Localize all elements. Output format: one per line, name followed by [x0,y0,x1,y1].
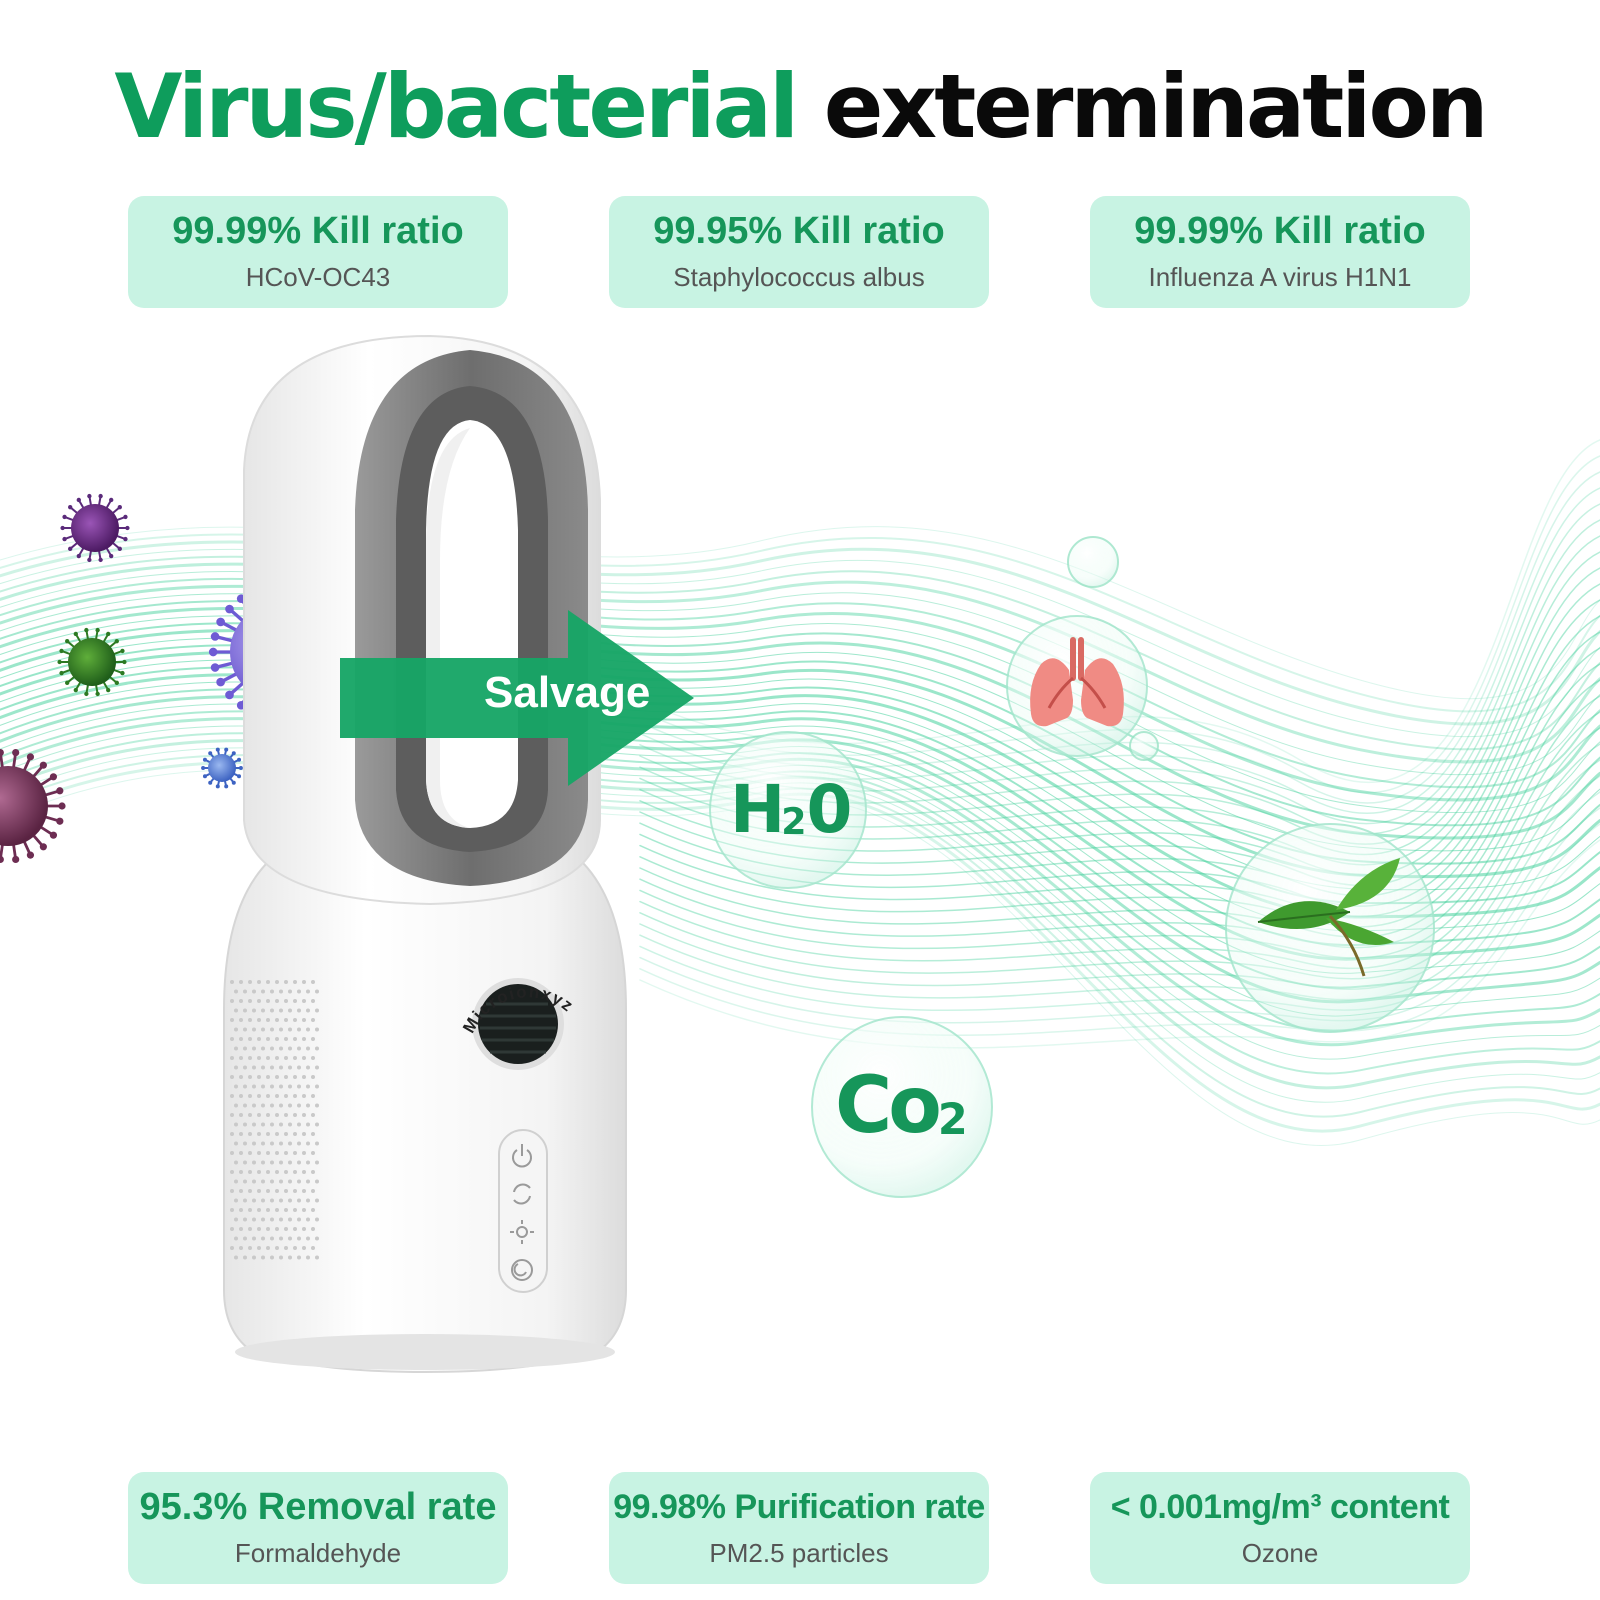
stat-card-hcov: 99.99% Kill ratio HCoV-OC43 [128,196,508,308]
arrow-graphic [340,610,694,786]
brand-text: Microionxyz [459,982,576,1036]
stat-value: 99.99% Kill ratio [1134,210,1426,252]
svg-text:Microionxyz: Microionxyz [459,982,578,1036]
h2o-base: H [730,771,785,848]
stat-card-h1n1: 99.99% Kill ratio Influenza A virus H1N1 [1090,196,1470,308]
arrow-label: Salvage [484,668,651,717]
page-title: Virus/bacterial extermination [0,52,1600,162]
co2-base: Co [835,1061,942,1151]
air-purifier-device [223,334,627,1374]
sleep-icon [511,1259,533,1281]
stat-target: PM2.5 particles [709,1538,889,1568]
stat-card-pm25: 99.98% Purification rate PM2.5 particles [609,1472,989,1584]
stat-value: 95.3% Removal rate [139,1486,497,1528]
stat-card-ozone: < 0.001mg/m³ content Ozone [1090,1472,1470,1584]
stat-target: HCoV-OC43 [245,262,391,292]
title-dark: extermination [823,55,1489,158]
stat-value: < 0.001mg/m³ content [1110,1488,1450,1526]
h2o-label: H20 [730,775,852,857]
co2-label: Co2 [835,1066,968,1160]
stat-value: 99.98% Purification rate [613,1488,985,1526]
stat-target: Ozone [1241,1538,1319,1568]
device-brand: Microionxyz [459,982,578,1036]
stat-card-formaldehyde: 95.3% Removal rate Formaldehyde [128,1472,508,1584]
stat-card-staph: 99.95% Kill ratio Staphylococcus albus [609,196,989,308]
co2-sub: 2 [937,1095,968,1146]
h2o-sub: 2 [781,799,807,843]
cycle-icon [513,1183,531,1205]
stat-target: Influenza A virus H1N1 [1148,262,1412,292]
stat-target: Staphylococcus albus [673,262,925,292]
title-green: Virus/bacterial [114,55,799,158]
light-icon [510,1220,534,1244]
tea-leaf-icon [1257,858,1400,977]
stat-target: Formaldehyde [234,1538,402,1568]
power-icon [512,1144,532,1168]
lungs-icon [1030,637,1124,727]
stat-value: 99.99% Kill ratio [172,210,464,252]
stat-value: 99.95% Kill ratio [653,210,945,252]
h2o-tail: 0 [806,771,853,848]
